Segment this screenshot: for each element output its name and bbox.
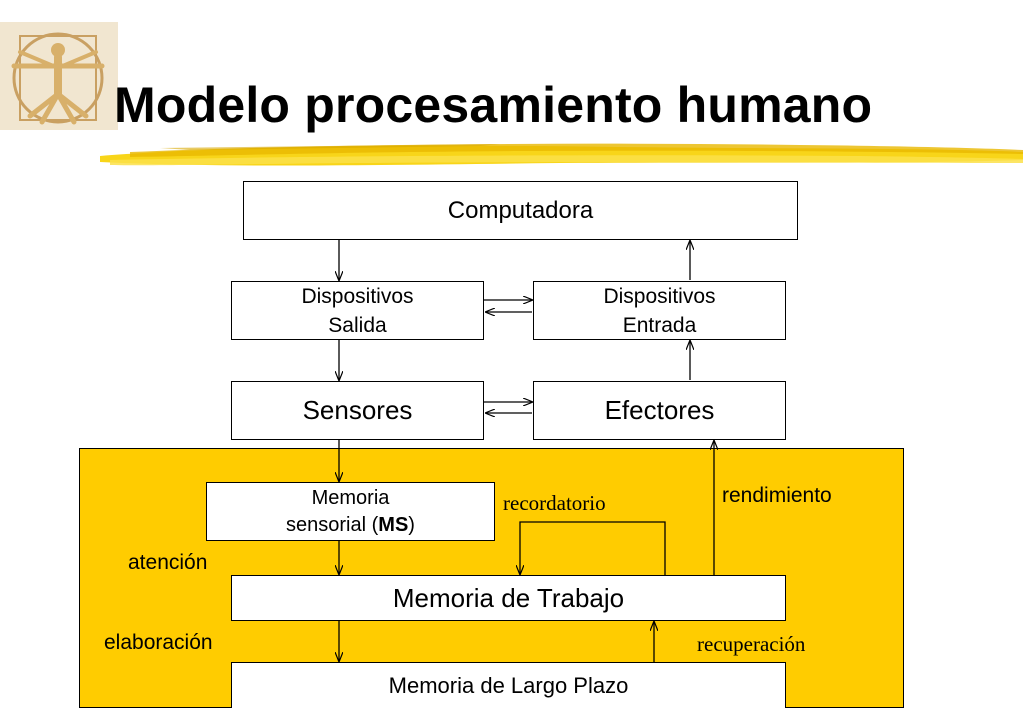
label-rendimiento: rendimiento — [722, 484, 832, 507]
node-ms-abbrev: MS — [378, 513, 409, 536]
node-efectores-label: Efectores — [604, 395, 715, 425]
node-ms-line1: Memoria — [311, 486, 390, 509]
node-ms-line2: sensorial (MS) — [286, 512, 415, 539]
node-memoria-sensorial: Memoria sensorial (MS) — [206, 482, 495, 541]
node-salida-line2: Salida — [328, 313, 387, 337]
node-dispositivos-salida: Dispositivos Salida — [231, 281, 484, 340]
node-efectores: Efectores — [533, 381, 786, 440]
node-computadora: Computadora — [243, 181, 798, 240]
node-entrada-line2: Entrada — [622, 313, 697, 337]
slide-title: Modelo procesamiento humano — [114, 77, 873, 133]
vitruvian-man-logo-icon — [0, 22, 118, 130]
node-sensores: Sensores — [231, 381, 484, 440]
label-atencion: atención — [128, 551, 208, 574]
node-mlp-label: Memoria de Largo Plazo — [388, 672, 629, 698]
label-recordatorio: recordatorio — [503, 491, 606, 515]
node-dispositivos-entrada: Dispositivos Entrada — [533, 281, 786, 340]
node-memoria-trabajo: Memoria de Trabajo — [231, 575, 786, 621]
node-ms-line2-pre: sensorial ( — [286, 513, 379, 536]
node-ms-line2-post: ) — [408, 513, 415, 536]
arrow-recordatorio-loop — [520, 521, 666, 575]
label-recuperacion: recuperación — [697, 632, 806, 656]
node-mt-label: Memoria de Trabajo — [392, 582, 625, 613]
node-sensores-label: Sensores — [302, 395, 413, 425]
node-salida-line1: Dispositivos — [301, 284, 414, 308]
node-entrada-line1: Dispositivos — [603, 284, 716, 308]
node-computadora-label: Computadora — [447, 196, 594, 224]
title-underline-brush — [100, 143, 1023, 166]
label-elaboracion: elaboración — [104, 631, 213, 654]
node-memoria-largo-plazo: Memoria de Largo Plazo — [231, 662, 786, 708]
